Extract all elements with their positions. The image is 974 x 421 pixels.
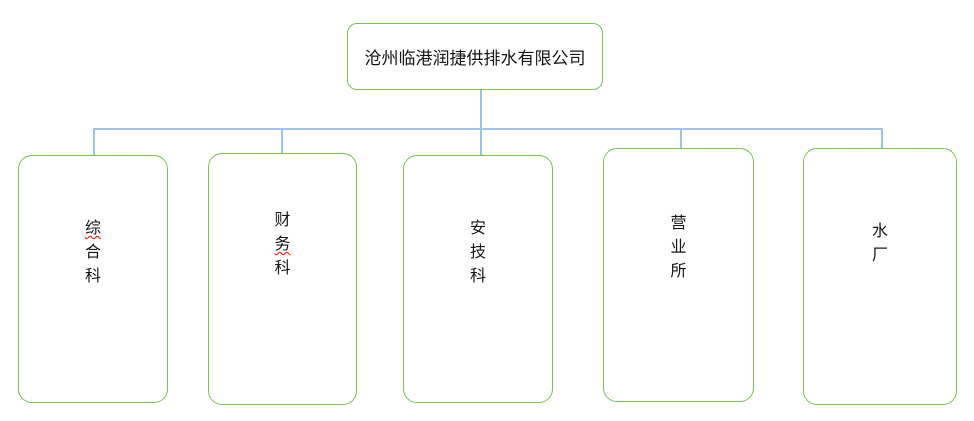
dept-label: 营 业 所	[604, 212, 753, 284]
dept-label-char: 业	[670, 239, 687, 256]
dept-label-char: 科	[84, 268, 101, 285]
dept-label-char: 综	[84, 220, 101, 237]
dept-label-char: 科	[469, 268, 486, 285]
dept-label-char: 科	[274, 260, 291, 277]
dept-label: 财 务 科	[209, 209, 356, 281]
dept-box-anji-ke: 安 技 科	[403, 155, 553, 403]
dept-label-char: 营	[670, 215, 687, 232]
connector-horizontal-bus	[93, 128, 882, 130]
dept-label: 综 合 科	[19, 217, 167, 289]
root-company-box: 沧州临港润捷供排水有限公司	[347, 23, 603, 90]
root-company-label: 沧州临港润捷供排水有限公司	[364, 49, 586, 68]
dept-box-yingye-suo: 营 业 所	[603, 148, 754, 402]
dept-label-char: 务	[274, 236, 291, 253]
connector-drop-yingye-suo	[680, 128, 682, 149]
connector-root-stem	[480, 90, 482, 129]
connector-drop-zonghe-ke	[93, 128, 95, 156]
dept-label-char: 厂	[871, 247, 888, 264]
connector-drop-anji-ke	[480, 128, 482, 156]
dept-label-char: 所	[670, 263, 687, 280]
dept-label-char: 合	[84, 244, 101, 261]
dept-box-caiwu-ke: 财 务 科	[208, 153, 357, 405]
dept-box-zonghe-ke: 综 合 科	[18, 155, 168, 403]
dept-box-shui-chang: 水 厂	[803, 148, 957, 405]
connector-drop-shui-chang	[881, 128, 883, 149]
dept-label-char: 安	[469, 220, 486, 237]
dept-label: 安 技 科	[404, 217, 552, 289]
dept-label-char: 水	[871, 223, 888, 240]
dept-label-char: 财	[274, 212, 291, 229]
dept-label-char: 技	[469, 244, 486, 261]
dept-label: 水 厂	[804, 220, 956, 268]
connector-drop-caiwu-ke	[281, 128, 283, 154]
